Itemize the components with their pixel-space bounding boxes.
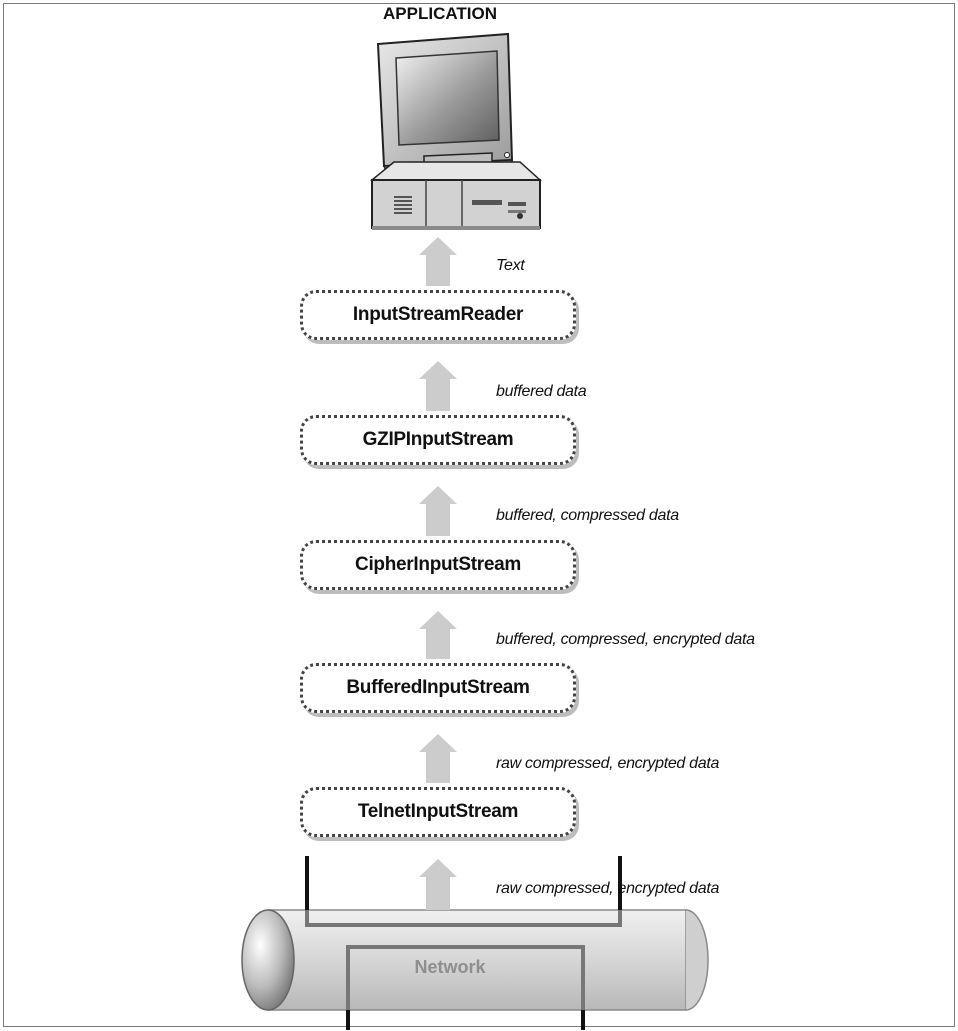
stage-box: GZIPInputStream: [300, 415, 576, 465]
flow-label: buffered data: [496, 383, 587, 400]
desktop-computer-icon: [369, 32, 542, 230]
network-label: Network: [414, 957, 486, 977]
up-arrow-icon: [419, 486, 457, 536]
flow-label: buffered, compressed data: [496, 507, 679, 524]
up-arrow-icon: [419, 611, 457, 659]
flow-label: raw compressed, encrypted data: [496, 755, 720, 772]
stage-box: CipherInputStream: [300, 540, 576, 590]
stage-box: InputStreamReader: [300, 290, 576, 340]
stage-box: TelnetInputStream: [300, 787, 576, 837]
network-pipe-icon: [241, 856, 709, 1030]
application-title: APPLICATION: [383, 4, 497, 23]
up-arrow-icon: [419, 734, 457, 783]
stage-box: BufferedInputStream: [300, 663, 576, 713]
flow-arrows: [419, 237, 457, 910]
up-arrow-icon: [419, 859, 457, 910]
flow-label: buffered, compressed, encrypted data: [496, 631, 755, 648]
up-arrow-icon: [419, 361, 457, 411]
flow-label: raw compressed, encrypted data: [496, 880, 720, 897]
up-arrow-icon: [419, 237, 457, 286]
flow-label: Text: [496, 257, 525, 274]
